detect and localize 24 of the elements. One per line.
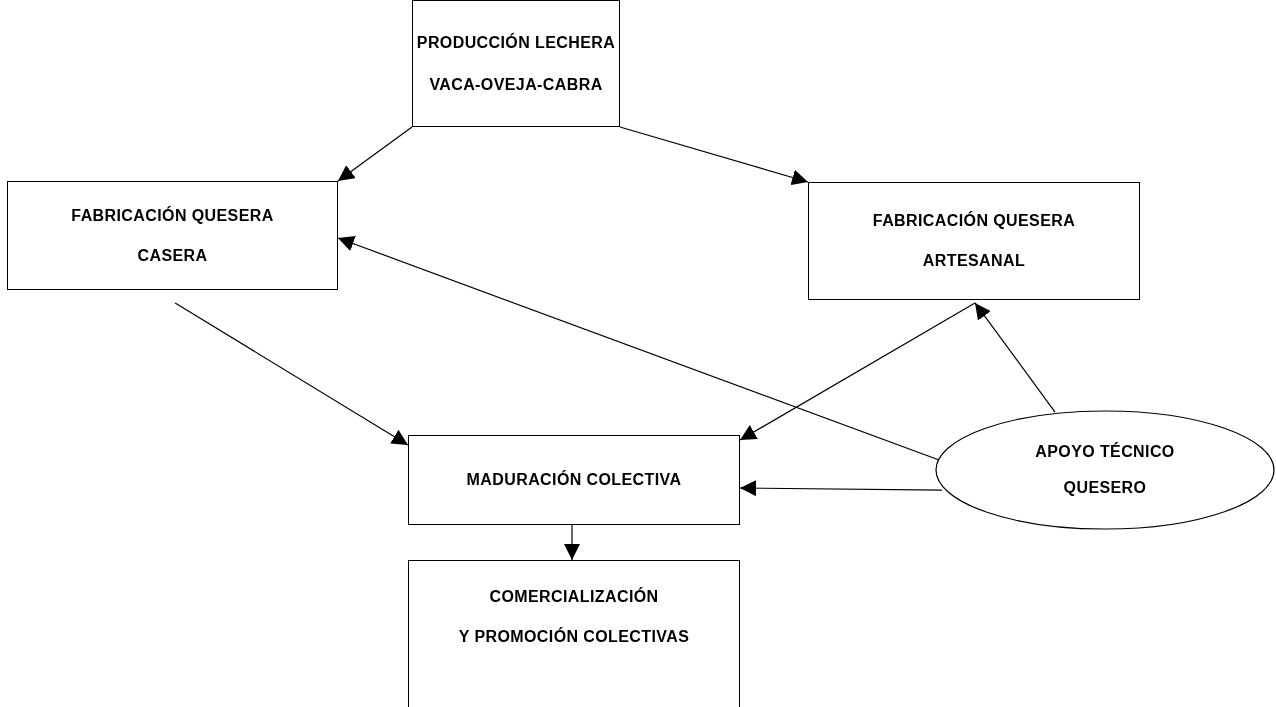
node-label: QUESERO [1063, 478, 1147, 498]
process-box [7, 181, 338, 290]
process-box [808, 182, 1140, 300]
arrow [337, 126, 413, 182]
node-label: VACA-OVEJA-CABRA [429, 74, 603, 95]
arrow [564, 524, 580, 561]
arrow [739, 480, 943, 497]
node-label: PRODUCCIÓN LECHERA [416, 32, 616, 53]
node-label: FABRICACIÓN QUESERA [872, 211, 1076, 231]
node-label: APOYO TÉCNICO [1035, 442, 1175, 462]
process-box [412, 0, 620, 127]
arrow [739, 302, 976, 441]
node-label: ARTESANAL [922, 251, 1026, 271]
arrow [974, 302, 1056, 413]
node-label: FABRICACIÓN QUESERA [71, 205, 274, 226]
process-box [408, 560, 740, 707]
arrow [174, 302, 409, 446]
node-label: Y PROMOCIÓN COLECTIVAS [458, 627, 690, 647]
arrow [337, 236, 940, 461]
node-label: CASERA [137, 245, 208, 266]
node-label: COMERCIALIZACIÓN [489, 587, 659, 607]
process-box [408, 435, 740, 525]
node-label: MADURACIÓN COLECTIVA [466, 470, 682, 490]
arrow [619, 126, 809, 186]
